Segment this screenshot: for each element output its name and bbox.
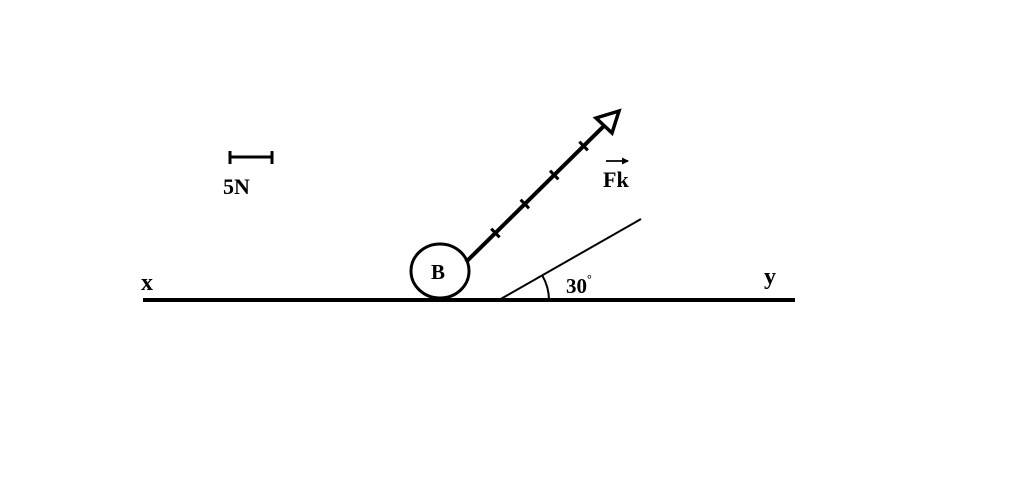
vector-arrow-icon (606, 157, 629, 165)
y-label: y (764, 264, 776, 290)
force-tick (519, 198, 531, 210)
object-label: B (431, 260, 445, 284)
x-label: x (141, 270, 153, 296)
force-tick (490, 227, 501, 239)
angle-arc (541, 274, 550, 301)
force-vector (464, 108, 622, 264)
angle-label: 30° (566, 272, 592, 298)
force-ticks (490, 140, 589, 239)
force-tick (578, 140, 589, 152)
force-label: Fk (603, 167, 629, 192)
angle-reference-line (498, 218, 642, 301)
object-b (409, 242, 471, 300)
force-tick (548, 169, 560, 181)
scale-bar (228, 151, 274, 164)
scale-label: 5N (223, 174, 250, 199)
